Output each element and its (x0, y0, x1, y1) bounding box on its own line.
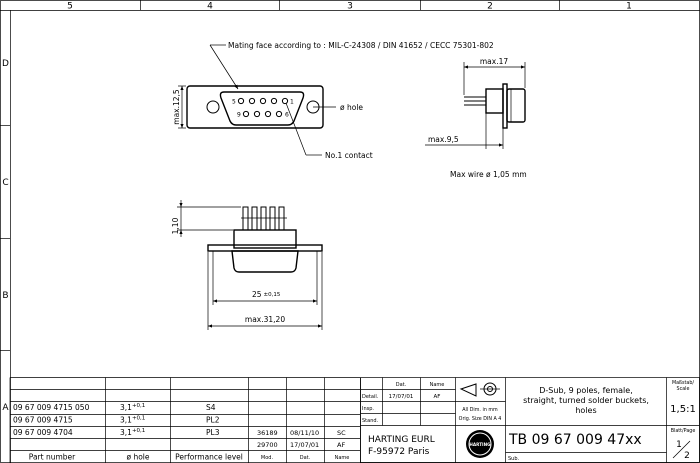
side-length-dim: max.17 (480, 57, 508, 66)
header-mod: Mod. (261, 455, 274, 461)
side-depth-dim: max.9,5 (428, 135, 459, 144)
tb-sheet-label: Blatt/Page (671, 428, 696, 434)
no1-contact-label: No.1 contact (325, 151, 373, 160)
pin-length-dim: 1,10 (171, 217, 180, 234)
bottom-view: 1,10 25±0,15 max.31,20 (171, 200, 323, 330)
row-label-a: A (2, 403, 9, 413)
pin-6-label: 6 (285, 112, 289, 119)
table-row-3-hole-value: 3,1 (120, 428, 132, 437)
mating-face-note: Mating face according to : MIL-C-24308 /… (228, 41, 494, 50)
table-row-2-part: 09 67 009 4715 (13, 416, 73, 425)
table-row-3-hole-tol: +0,1 (132, 428, 145, 434)
col-label-3: 3 (347, 2, 353, 12)
pin-9-label: 9 (237, 112, 241, 119)
header-hole: ø hole (126, 453, 149, 462)
pitch-dim-tol: ±0,15 (264, 292, 281, 298)
tb-detail: Detail. (362, 394, 379, 400)
table-row-3-name: SC (337, 429, 346, 437)
pitch-dim: 25±0,15 (252, 290, 281, 299)
tb-scale-label-2: Scale (677, 386, 690, 392)
tb-company-2: F-95972 Paris (368, 447, 430, 457)
table-row-3-part: 09 67 009 4704 (13, 428, 73, 437)
tb-hdr-date: Dat. (396, 382, 407, 388)
tb-hdr-name: Name (430, 382, 445, 388)
harting-logo: HARTING (466, 430, 494, 458)
row-label-d: D (2, 59, 9, 69)
table-row-3-index: 36189 (257, 429, 278, 437)
table-row-3-perf: PL3 (206, 428, 220, 437)
front-view: Mating face according to : MIL-C-24308 /… (172, 41, 494, 160)
table-row-3-date: 08/11/10 (290, 429, 319, 437)
tb-description-1: D-Sub, 9 poles, female, (539, 386, 632, 395)
tb-insp: Insp. (362, 406, 374, 412)
tb-scale: 1,5:1 (670, 404, 696, 415)
logo-text: HARTING (469, 442, 491, 447)
col-label-4: 4 (207, 2, 213, 12)
tb-dims-1: All Dim. in mm (462, 407, 498, 413)
wire-note: Max wire ø 1,05 mm (450, 170, 527, 179)
header-performance: Performance level (175, 453, 243, 462)
tb-company-1: HARTING EURL (368, 435, 435, 445)
tb-sheet-total: 2 (684, 451, 690, 461)
tb-stand: Stand. (362, 418, 379, 424)
tb-detail-date: 17/07/01 (389, 394, 414, 400)
table-row-2-hole-value: 3,1 (120, 416, 132, 425)
table-row-1-part: 09 67 009 4715 050 (13, 403, 90, 412)
table-row-1-perf: S4 (206, 403, 216, 412)
col-label-5: 5 (67, 2, 73, 12)
hole-label: ø hole (340, 103, 363, 112)
header-name: Name (335, 455, 350, 461)
header-date: Dat. (300, 455, 311, 461)
table-row-3-hole: 3,1+0,1 (120, 428, 145, 437)
pitch-dim-value: 25 (252, 290, 262, 299)
table-row-2-hole-tol: +0,1 (132, 416, 145, 422)
tb-scale-label-1: Maßstab/ (672, 380, 694, 386)
col-label-1: 1 (626, 2, 632, 12)
table-row-4-name: AF (337, 441, 345, 449)
tb-drawing-number: TB 09 67 009 47xx (508, 432, 642, 448)
tb-description-2: straight, turned solder buckets, (523, 396, 649, 405)
table-row-4-index: 29700 (257, 441, 278, 449)
table-row-4-date: 17/07/01 (290, 441, 319, 449)
pin-1-label: 1 (290, 99, 294, 106)
pin-5-label: 5 (232, 99, 236, 106)
row-label-c: C (2, 178, 8, 188)
overall-width-dim: max.31,20 (245, 315, 285, 324)
tb-dims-2: Orig. Size DIN A 4 (459, 416, 502, 422)
projection-symbol-icon (459, 382, 500, 397)
tb-sheet-number: 1 (676, 440, 682, 450)
table-row-1-hole-tol: +0,1 (132, 403, 145, 409)
parts-table: 09 67 009 4715 050 3,1+0,1 S4 09 67 009 … (9, 377, 361, 463)
table-row-1-hole-value: 3,1 (120, 403, 132, 412)
tb-detail-name: AF (434, 394, 441, 400)
side-view: max.17 max.9,5 Max wire ø 1,05 mm (425, 57, 527, 179)
header-part-number: Part number (29, 453, 76, 462)
col-label-2: 2 (487, 2, 493, 12)
row-label-b: B (2, 291, 8, 301)
table-row-1-hole: 3,1+0,1 (120, 403, 145, 412)
title-block: Dat. Name Detail. 17/07/01 AF Insp. Stan… (360, 377, 700, 463)
front-height-dim: max.12,5 (172, 89, 181, 125)
table-row-2-hole: 3,1+0,1 (120, 416, 145, 425)
table-row-2-perf: PL2 (206, 416, 220, 425)
tb-sub-label: Sub. (508, 456, 520, 462)
tb-description-3: holes (575, 406, 596, 415)
